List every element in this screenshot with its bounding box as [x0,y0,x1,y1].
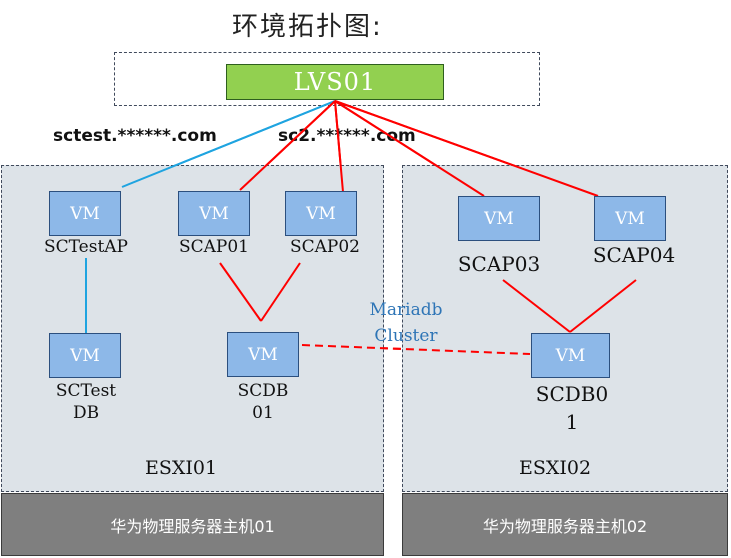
link-lvs-scap02-overlay [334,100,344,193]
vm-label-sctestdb-line2: DB [72,403,100,423]
physical-server-01: 华为物理服务器主机01 [1,493,384,556]
link-scap02-scdb01-overlay [260,262,301,322]
diagram-title: 环境拓扑图: [232,12,383,42]
vm-scap04: VM [594,196,666,241]
vm-label-scdb02-line1: SCDB0 [535,382,609,406]
vm-label-scap03: SCAP03 [457,252,541,276]
vm-sctestap: VM [49,191,121,236]
link-scap04-scdb02-overlay [569,279,637,333]
link-lvs-sctestap-overlay [121,100,336,188]
link-lvs-scap04-overlay [334,100,599,197]
vm-scap01: VM [178,191,250,236]
link-scap03-scdb02-overlay [502,279,571,333]
link-scap01-scdb01-overlay [219,262,262,322]
vm-label-scdb02-line2: 1 [565,410,579,434]
vm-label-scdb01: SCDB 01 [217,380,309,424]
vm-label-scdb01-line1: SCDB [237,381,289,401]
vm-label-scap04: SCAP04 [592,243,676,267]
vm-scap02: VM [285,191,357,236]
physical-server-02: 华为物理服务器主机02 [402,493,728,556]
vm-scdb02: VM [531,333,610,378]
domain-label-sctest: sctest.******.com [53,126,217,146]
esxi02-label: ESXI02 [519,457,592,479]
vm-label-scap01: SCAP01 [178,237,249,257]
cluster-label-line2: Cluster [374,326,438,346]
vm-sctestdb: VM [49,333,121,378]
vm-scap03: VM [458,196,540,241]
vm-label-sctestap: SCTestAP [43,237,128,257]
vm-label-scdb02: SCDB0 1 [517,380,627,436]
cluster-label-line1: Mariadb [369,300,443,320]
vm-scdb01: VM [227,332,299,377]
esxi01-label: ESXI01 [145,457,218,479]
vm-label-sctestdb-line1: SCTest [55,381,117,401]
vm-label-scap02: SCAP02 [289,237,360,257]
lvs-node: LVS01 [226,64,444,100]
vm-label-scdb01-line2: 01 [252,403,274,423]
cluster-label: Mariadb Cluster [346,297,466,349]
link-lvs-scap01-overlay [239,100,336,191]
lvs-frame [114,52,540,106]
vm-label-sctestdb: SCTest DB [40,380,132,424]
link-lvs-scap03-overlay [334,100,485,197]
